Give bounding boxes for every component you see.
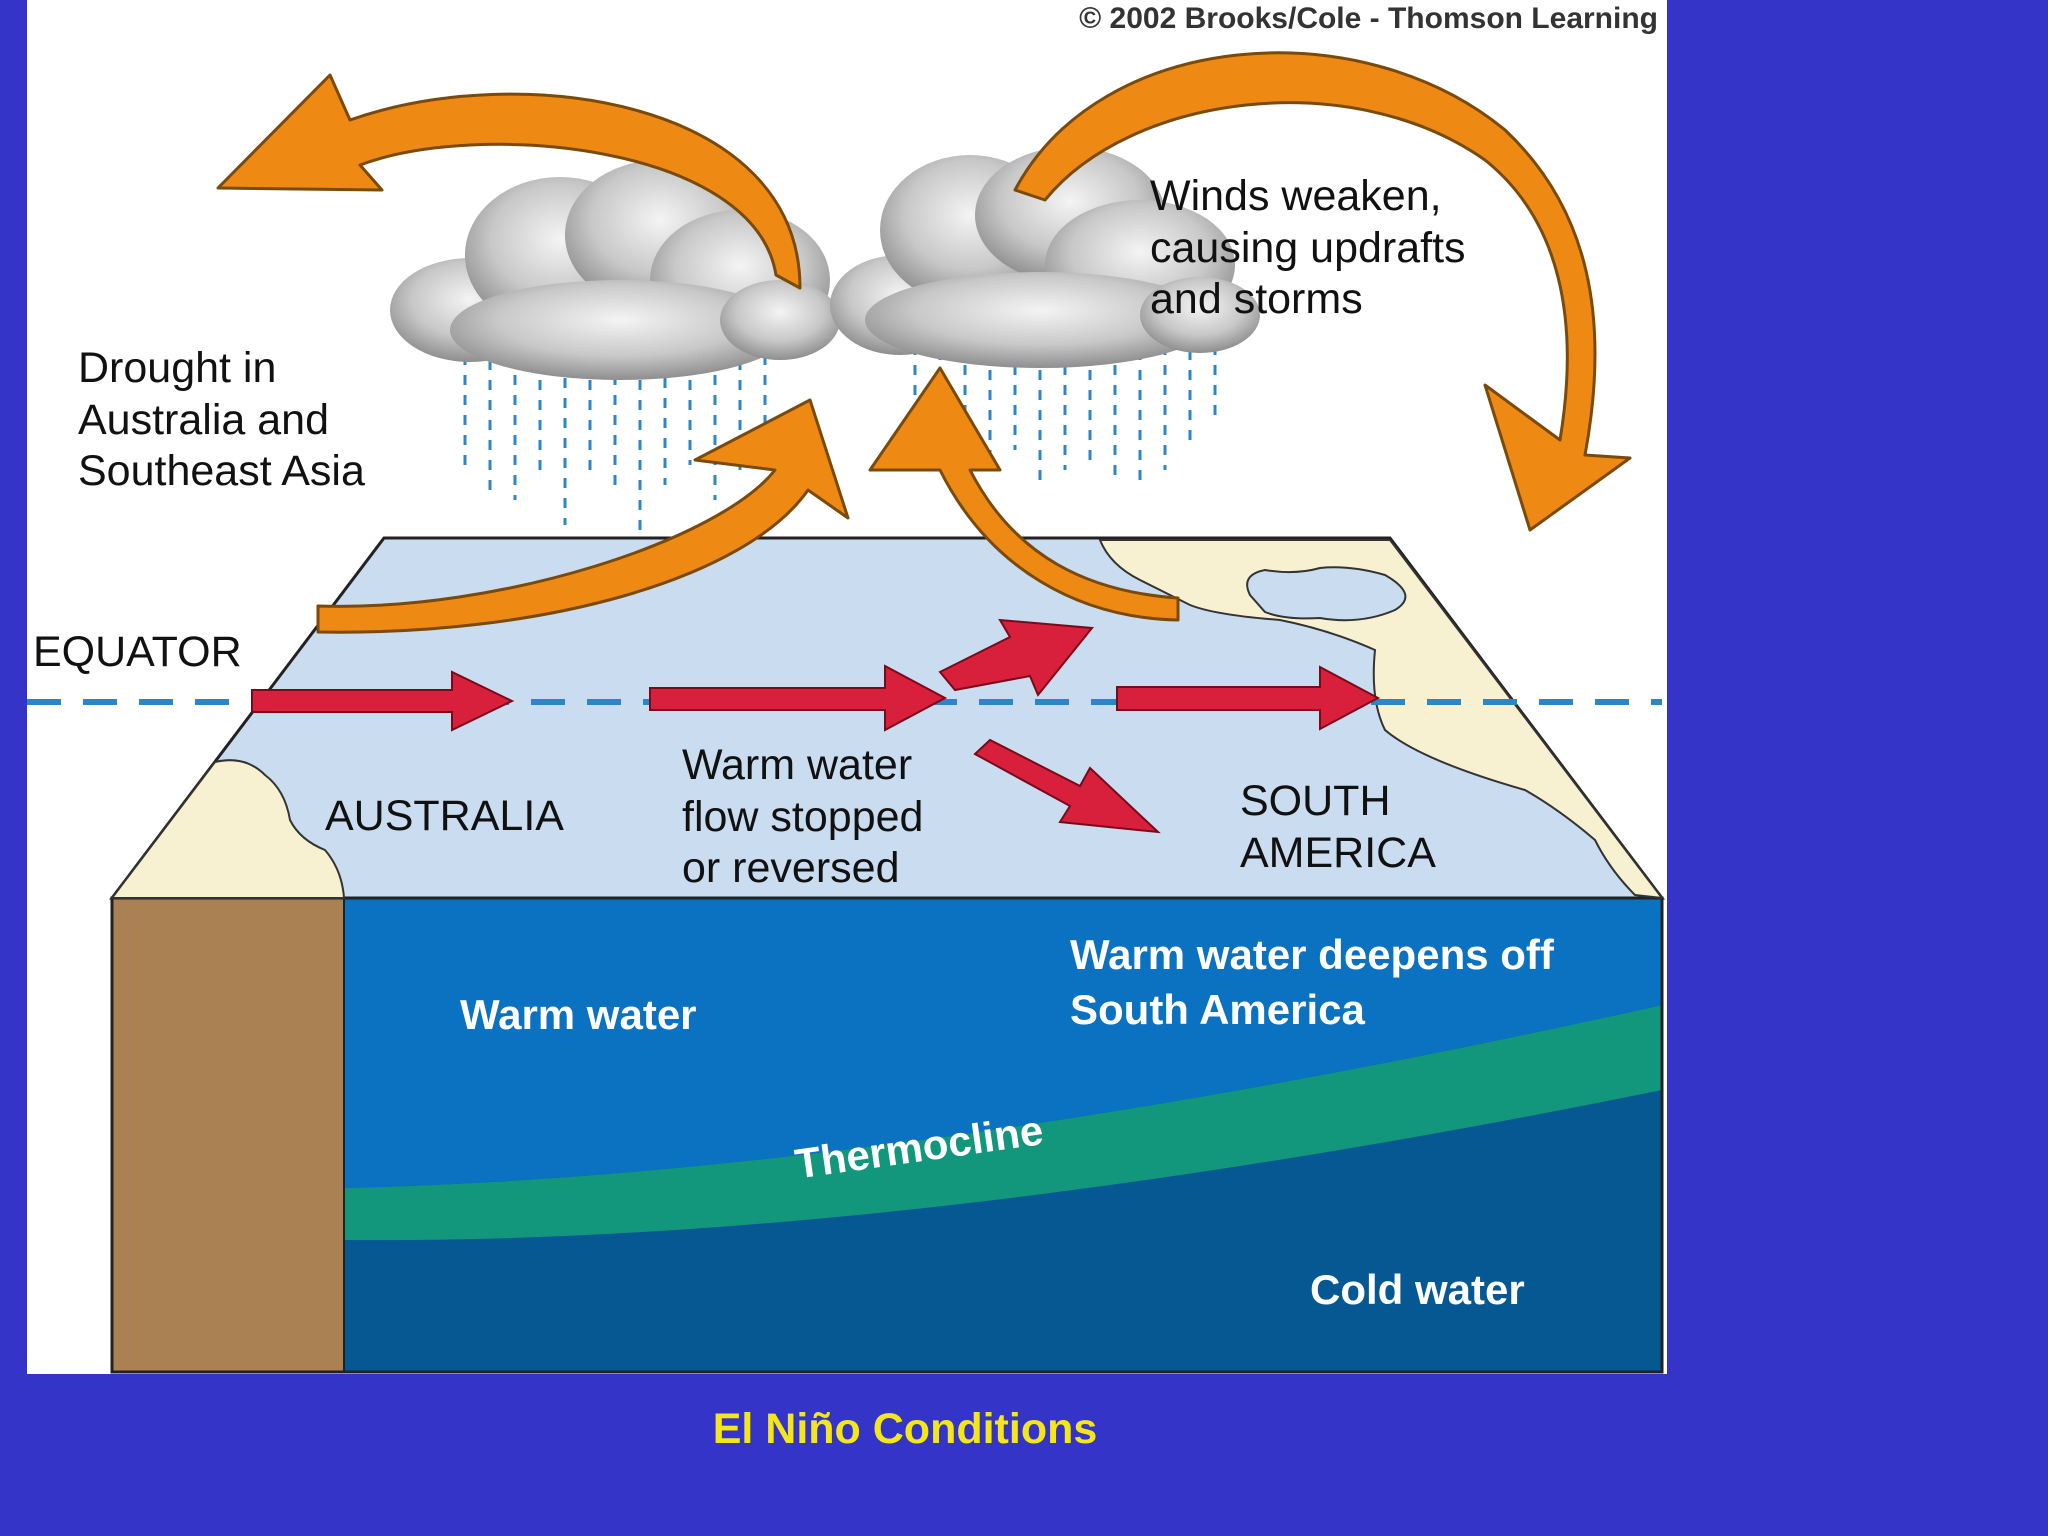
rain-left [463,355,767,530]
flow-label: Warm water flow stopped or reversed [682,741,924,893]
current-arrow-lower [973,738,1161,834]
current-arrows [251,618,1381,834]
australia-label: AUSTRALIA [325,792,564,840]
wind-arrows [216,51,1632,634]
ocean-cross-section [110,896,1664,1374]
current-arrow-upper [938,618,1094,697]
wind-arrow-top-right [1013,51,1632,532]
australia-land [109,759,346,899]
landmass-section [111,897,345,1373]
wind-arrow-top-left [216,73,802,290]
thermocline-layer [344,1005,1662,1241]
current-arrow-east [1116,665,1381,731]
figure-caption: El Niño Conditions [712,1405,1098,1453]
warm-water-label: Warm water [460,991,697,1038]
gulf-water [1246,566,1407,622]
cold-water-label: Cold water [1310,1266,1525,1313]
drought-label: Drought in Australia and Southeast Asia [78,344,365,496]
wind-arrow-rising-right [868,366,1180,622]
warm-water-layer [344,898,1662,1188]
winds-label: Winds weaken, causing updrafts and storm… [1150,172,1466,324]
current-arrow-west [251,670,515,732]
copyright-notice: © 2002 Brooks/Cole - Thomson Learning [1079,2,1658,35]
equator-label: EQUATOR [33,628,242,676]
storm-cloud-left [390,160,840,380]
south-america-label: SOUTH AMERICA [1240,777,1436,877]
current-arrow-center [649,664,948,732]
wind-arrow-rising-left [316,398,850,634]
warm-deepens-label: Warm water deepens off South America [1070,931,1554,1033]
